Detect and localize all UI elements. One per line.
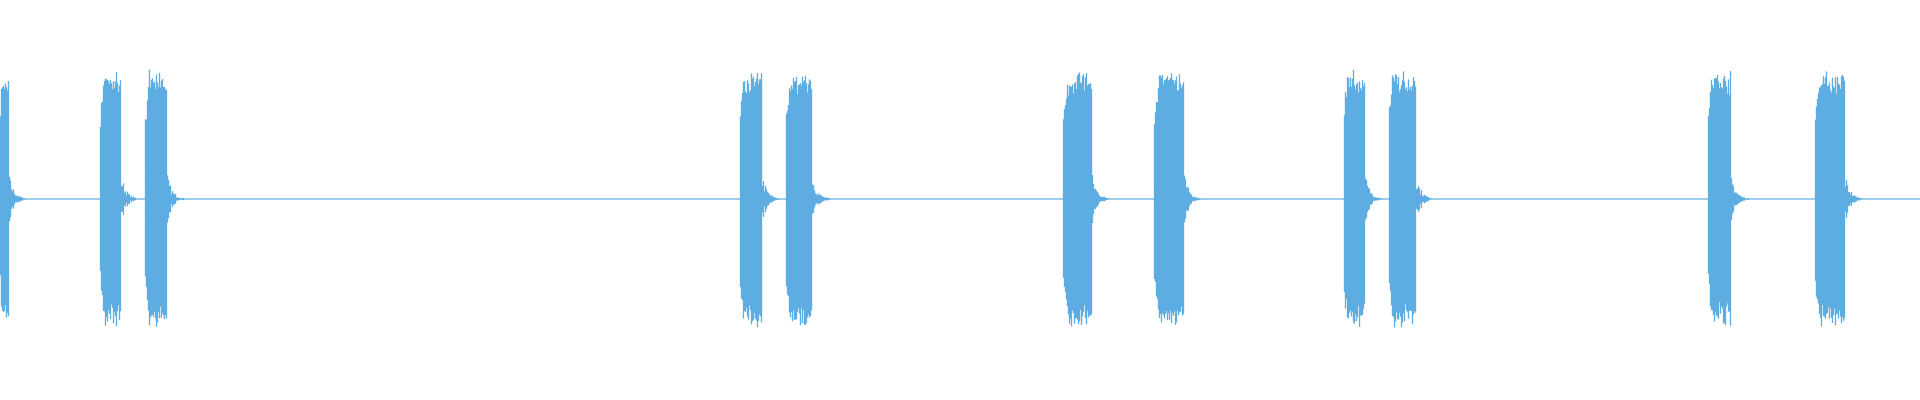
waveform-clip-path bbox=[1062, 72, 1114, 327]
waveform-clip bbox=[785, 75, 834, 326]
waveform-clip bbox=[1153, 73, 1206, 325]
waveform-clip bbox=[99, 72, 143, 327]
waveform-baseline bbox=[0, 198, 1920, 200]
waveform-clip-path bbox=[1814, 71, 1867, 327]
waveform-clip-path bbox=[1153, 73, 1206, 325]
waveform-clip-path bbox=[0, 81, 31, 318]
waveform-clip-path bbox=[144, 69, 189, 327]
waveform-clip-path bbox=[785, 75, 834, 326]
waveform-clip bbox=[739, 72, 784, 328]
waveform-clip bbox=[0, 81, 31, 318]
waveform-clip-path bbox=[1707, 71, 1753, 326]
waveform-clip bbox=[1388, 71, 1438, 328]
waveform-clip bbox=[1343, 69, 1387, 327]
waveform-clip-path bbox=[739, 72, 784, 328]
waveform-clip bbox=[144, 69, 189, 327]
waveform-clip-path bbox=[1388, 71, 1438, 328]
waveform-clip bbox=[1707, 71, 1753, 326]
waveform-clip bbox=[1062, 72, 1114, 327]
waveform-clip-path bbox=[99, 72, 143, 327]
waveform-clip-path bbox=[1343, 69, 1387, 327]
waveform-clip bbox=[1814, 71, 1867, 327]
